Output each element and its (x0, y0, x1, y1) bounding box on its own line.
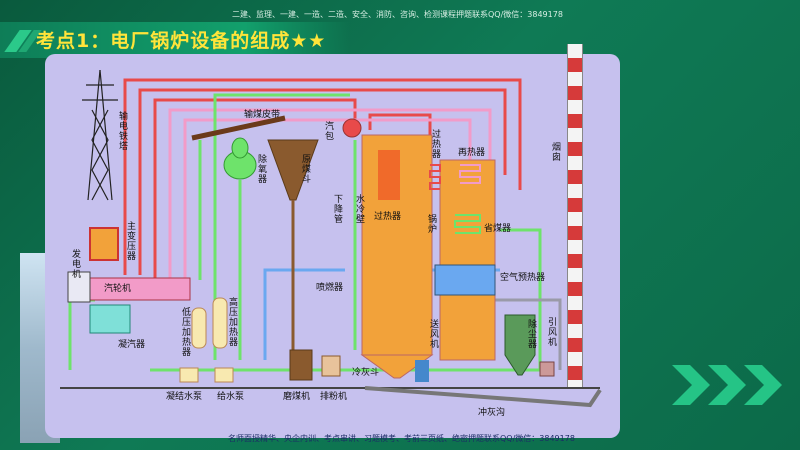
label-ash-hopper: 冷灰斗 (352, 368, 380, 378)
dust-collector (504, 314, 536, 376)
label-burner: 喷燃器 (316, 283, 344, 293)
coal-bunker (267, 139, 319, 201)
bottom-watermark: 名师面授精华、央企内训、考点串讲、习题模考、考前三页纸、绝密押题联系QQ/微信：… (228, 434, 575, 443)
platen-superheater (378, 150, 400, 200)
label-coal-mill: 磨煤机 (283, 392, 311, 402)
label-coal-bunker: 原煤斗 (302, 155, 312, 185)
superheater-coil (429, 164, 441, 190)
hp-heater (212, 297, 228, 349)
label-reheater: 再热器 (458, 148, 486, 158)
coal-conveyor (191, 115, 286, 141)
label-exhauster: 排粉机 (320, 392, 348, 402)
label-deaerator: 除氧器 (258, 155, 268, 185)
main-transformer (89, 227, 119, 261)
chimney (567, 44, 583, 389)
boiler-hopper (360, 354, 434, 379)
label-condensate-pump: 凝结水泵 (166, 392, 203, 402)
decor-arrows (672, 365, 782, 405)
economizer-coil (454, 214, 481, 234)
condenser (89, 304, 131, 334)
label-superheater: 过热器 (374, 212, 402, 222)
label-ash-trench: 冲灰沟 (478, 408, 506, 418)
label-conveyor: 输煤皮带 (244, 110, 281, 120)
label-transformer: 主变压器 (127, 222, 137, 262)
label-dust-collector: 除尘器 (528, 320, 538, 350)
label-lp-heater: 低压加热器 (182, 308, 192, 358)
label-downcomer: 下降管 (334, 195, 344, 225)
ash-trench (364, 386, 602, 408)
feed-pump (214, 367, 234, 383)
steam-drum (342, 118, 362, 138)
condensate-pump (179, 367, 199, 383)
label-condenser: 凝汽器 (118, 340, 146, 350)
label-tower: 输电铁塔 (119, 112, 129, 152)
label-superheater2: 过热器 (432, 130, 442, 160)
label-id-fan: 引风机 (548, 318, 558, 348)
top-watermark: 二建、监理、一建、一造、二造、安全、消防、咨询、检测课程押题联系QQ/微信：38… (232, 10, 563, 19)
label-feed-pump: 给水泵 (217, 392, 245, 402)
lp-heater (191, 307, 207, 349)
label-economizer: 省煤器 (484, 224, 512, 234)
label-boiler: 锅炉 (428, 215, 438, 235)
label-fd-fan: 送风机 (430, 320, 440, 350)
coal-mill (289, 349, 313, 381)
page-title: 考点1：电厂锅炉设备的组成★★ (36, 30, 327, 52)
exhauster (321, 355, 341, 377)
fd-fan (415, 360, 429, 382)
id-fan (539, 361, 555, 377)
air-preheater (434, 264, 496, 296)
label-turbine: 汽轮机 (104, 284, 132, 294)
flue-line (495, 298, 562, 370)
label-generator: 发电机 (72, 250, 82, 280)
convection-pass (439, 159, 496, 361)
generator (67, 271, 91, 303)
title-bar (0, 22, 350, 58)
transmission-tower (82, 69, 118, 201)
reheat-lines (168, 108, 492, 290)
label-chimney: 烟囱 (552, 143, 562, 163)
label-air-preheater: 空气预热器 (500, 273, 546, 283)
label-drum: 汽包 (325, 122, 335, 142)
deaerator-tank (231, 137, 249, 159)
reheater-coil (459, 164, 481, 184)
label-waterwall: 水冷壁 (356, 195, 366, 225)
label-hp-heater: 高压加热器 (229, 298, 239, 348)
